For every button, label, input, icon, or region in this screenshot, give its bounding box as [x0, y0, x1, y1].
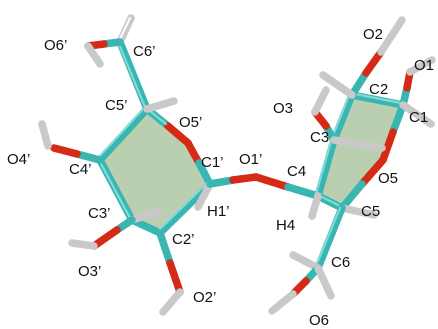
bond-c5-h	[338, 204, 378, 219]
bond-c6-h	[289, 251, 322, 272]
bond-o2-half	[362, 48, 385, 77]
bond-o1-h	[406, 56, 436, 76]
bond-o5-half	[379, 128, 397, 164]
label-o5-prime: O5’	[179, 114, 202, 131]
bond-c5-c6	[314, 204, 346, 272]
label-h1-prime: H1’	[207, 203, 230, 220]
bond-c3-h	[330, 136, 386, 152]
label-o4-prime: O4’	[7, 151, 30, 168]
bond-o6-h	[268, 290, 297, 315]
bond-o5p-half	[164, 122, 192, 147]
label-o6-prime: O6’	[44, 37, 67, 54]
label-o2: O2	[363, 26, 383, 43]
bond-o6p-h	[84, 42, 104, 68]
bond-c6-h2	[314, 264, 335, 300]
label-o3-prime: O3’	[78, 263, 101, 280]
label-c6-prime: C6’	[133, 43, 156, 60]
label-c1-prime: C1’	[201, 154, 224, 171]
bond-c2p-o2p	[156, 229, 174, 267]
label-c5: C5	[361, 203, 380, 220]
label-c3: C3	[310, 129, 329, 146]
right-ring-bonds	[314, 91, 407, 212]
bond-c4p-o4p	[73, 150, 104, 164]
bond-o5p-c1p	[184, 139, 203, 167]
bond-c4-half	[284, 183, 322, 200]
bond-o1p-half	[229, 173, 260, 184]
bond-c3p-h	[128, 208, 162, 224]
label-c4-prime: C4’	[69, 161, 92, 178]
bond-o1p-c4	[252, 173, 292, 191]
bond-o3p-h	[68, 239, 98, 250]
label-o2-prime: O2’	[193, 289, 216, 306]
label-o5: O5	[378, 170, 398, 187]
bond-c2-c1	[348, 91, 407, 109]
label-c6: C6	[331, 254, 350, 271]
bond-c1-o5	[389, 101, 407, 136]
label-o6: O6	[309, 312, 329, 329]
bond-o4p-half	[50, 144, 81, 158]
label-c2: C2	[369, 81, 388, 98]
bond-c1p-half	[195, 159, 214, 188]
atom-labels: O6’ C6’ C5’ O5’ O4’ C4’ C1’ O1’ H1’ C3’ …	[7, 26, 434, 329]
bond-o2p-half	[166, 259, 184, 296]
bond-c4p-c5p	[96, 105, 151, 164]
bond-c1p-o1p	[206, 176, 237, 188]
left-ring-substituents	[38, 14, 322, 316]
bond-c5p-c6p	[116, 38, 151, 113]
bond-c5-half	[338, 180, 366, 212]
bond-c1-h	[399, 101, 435, 128]
bond-c2-h	[319, 71, 356, 99]
label-c4: C4	[287, 163, 306, 180]
bond-c2-o2	[348, 69, 370, 99]
bond-c4-c3	[314, 136, 338, 200]
label-c1: C1	[409, 109, 428, 126]
label-c5-prime: C5’	[105, 97, 128, 114]
label-o1-prime: O1’	[239, 151, 262, 168]
label-c3-prime: C3’	[88, 205, 111, 222]
bond-o3p-half	[90, 226, 121, 250]
right-ring-substituents	[268, 16, 436, 315]
bond-o2-h	[377, 16, 406, 56]
bond-o5-c5	[358, 156, 387, 188]
bond-o4p-h	[38, 120, 52, 150]
label-o3: O3	[273, 100, 293, 117]
bond-o2p-h	[159, 288, 184, 316]
bond-c4-h4	[308, 192, 322, 220]
bond-c5p-h	[143, 97, 178, 113]
label-c2-prime: C2’	[172, 231, 195, 248]
bond-o3-h	[311, 86, 330, 116]
label-o1: O1	[414, 57, 434, 74]
bond-c3-c2	[330, 91, 356, 144]
bond-c1p-h1p	[194, 180, 214, 211]
label-h4: H4	[276, 217, 295, 234]
